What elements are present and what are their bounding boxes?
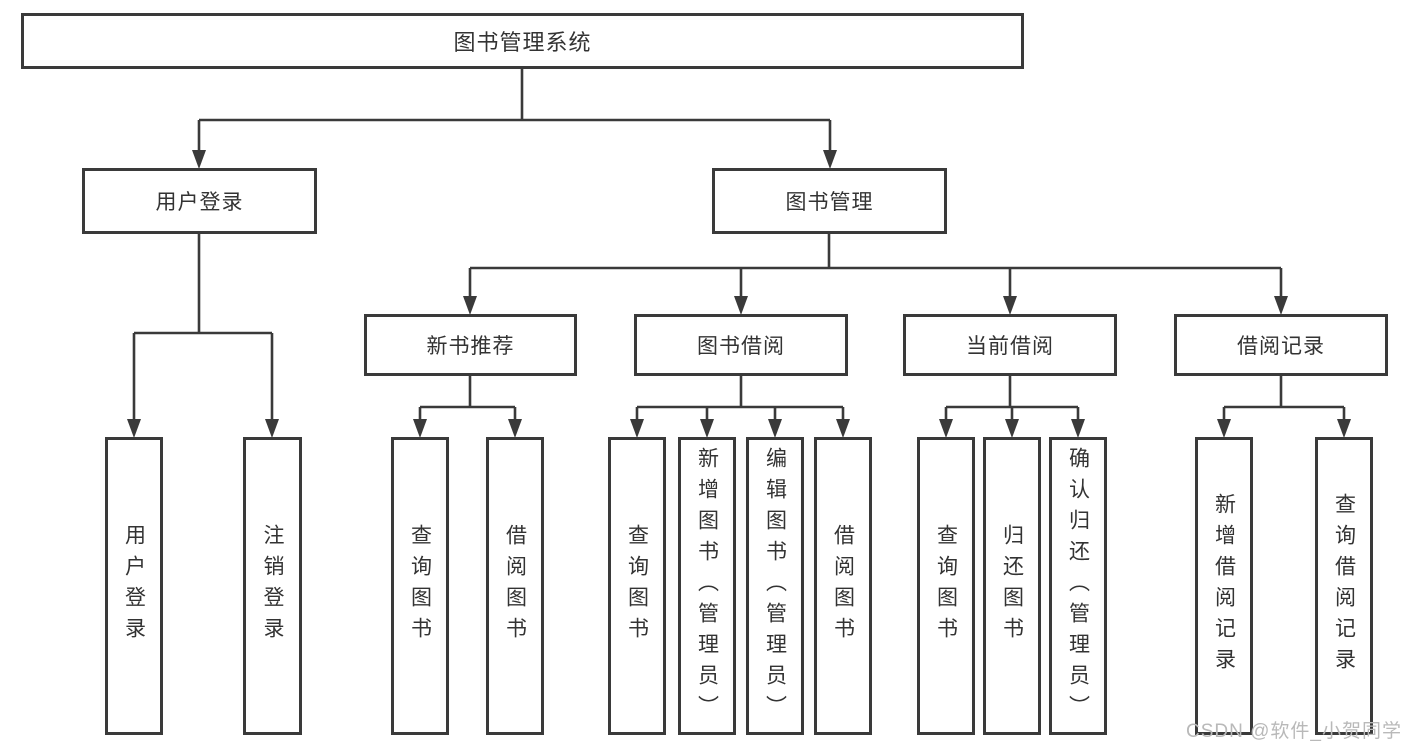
csdn-watermark: CSDN @软件_小贺同学 — [1186, 721, 1402, 742]
leaf-return-books: 归还图书 — [983, 437, 1041, 735]
leaf-borrow-books-borrowing: 借阅图书 — [814, 437, 872, 735]
node-new-book-recommendation: 新书推荐 — [364, 314, 577, 376]
leaf-query-books-recommend: 查询图书 — [391, 437, 449, 735]
leaf-add-book-admin: 新增图书（管理员） — [678, 437, 736, 735]
node-book-management: 图书管理 — [712, 168, 947, 234]
leaf-edit-book-admin: 编辑图书（管理员） — [746, 437, 804, 735]
node-book-borrowing: 图书借阅 — [634, 314, 848, 376]
node-user-login: 用户登录 — [82, 168, 317, 234]
leaf-query-books-current: 查询图书 — [917, 437, 975, 735]
leaf-logout: 注销登录 — [243, 437, 302, 735]
leaf-confirm-return-admin: 确认归还（管理员） — [1049, 437, 1107, 735]
leaf-user-login: 用户登录 — [105, 437, 163, 735]
node-library-system: 图书管理系统 — [21, 13, 1024, 69]
leaf-query-borrow-record: 查询借阅记录 — [1315, 437, 1373, 735]
node-current-borrowing: 当前借阅 — [903, 314, 1117, 376]
leaf-query-books-borrowing: 查询图书 — [608, 437, 666, 735]
leaf-borrow-books-recommend: 借阅图书 — [486, 437, 544, 735]
leaf-add-borrow-record: 新增借阅记录 — [1195, 437, 1253, 735]
node-borrowing-records: 借阅记录 — [1174, 314, 1388, 376]
